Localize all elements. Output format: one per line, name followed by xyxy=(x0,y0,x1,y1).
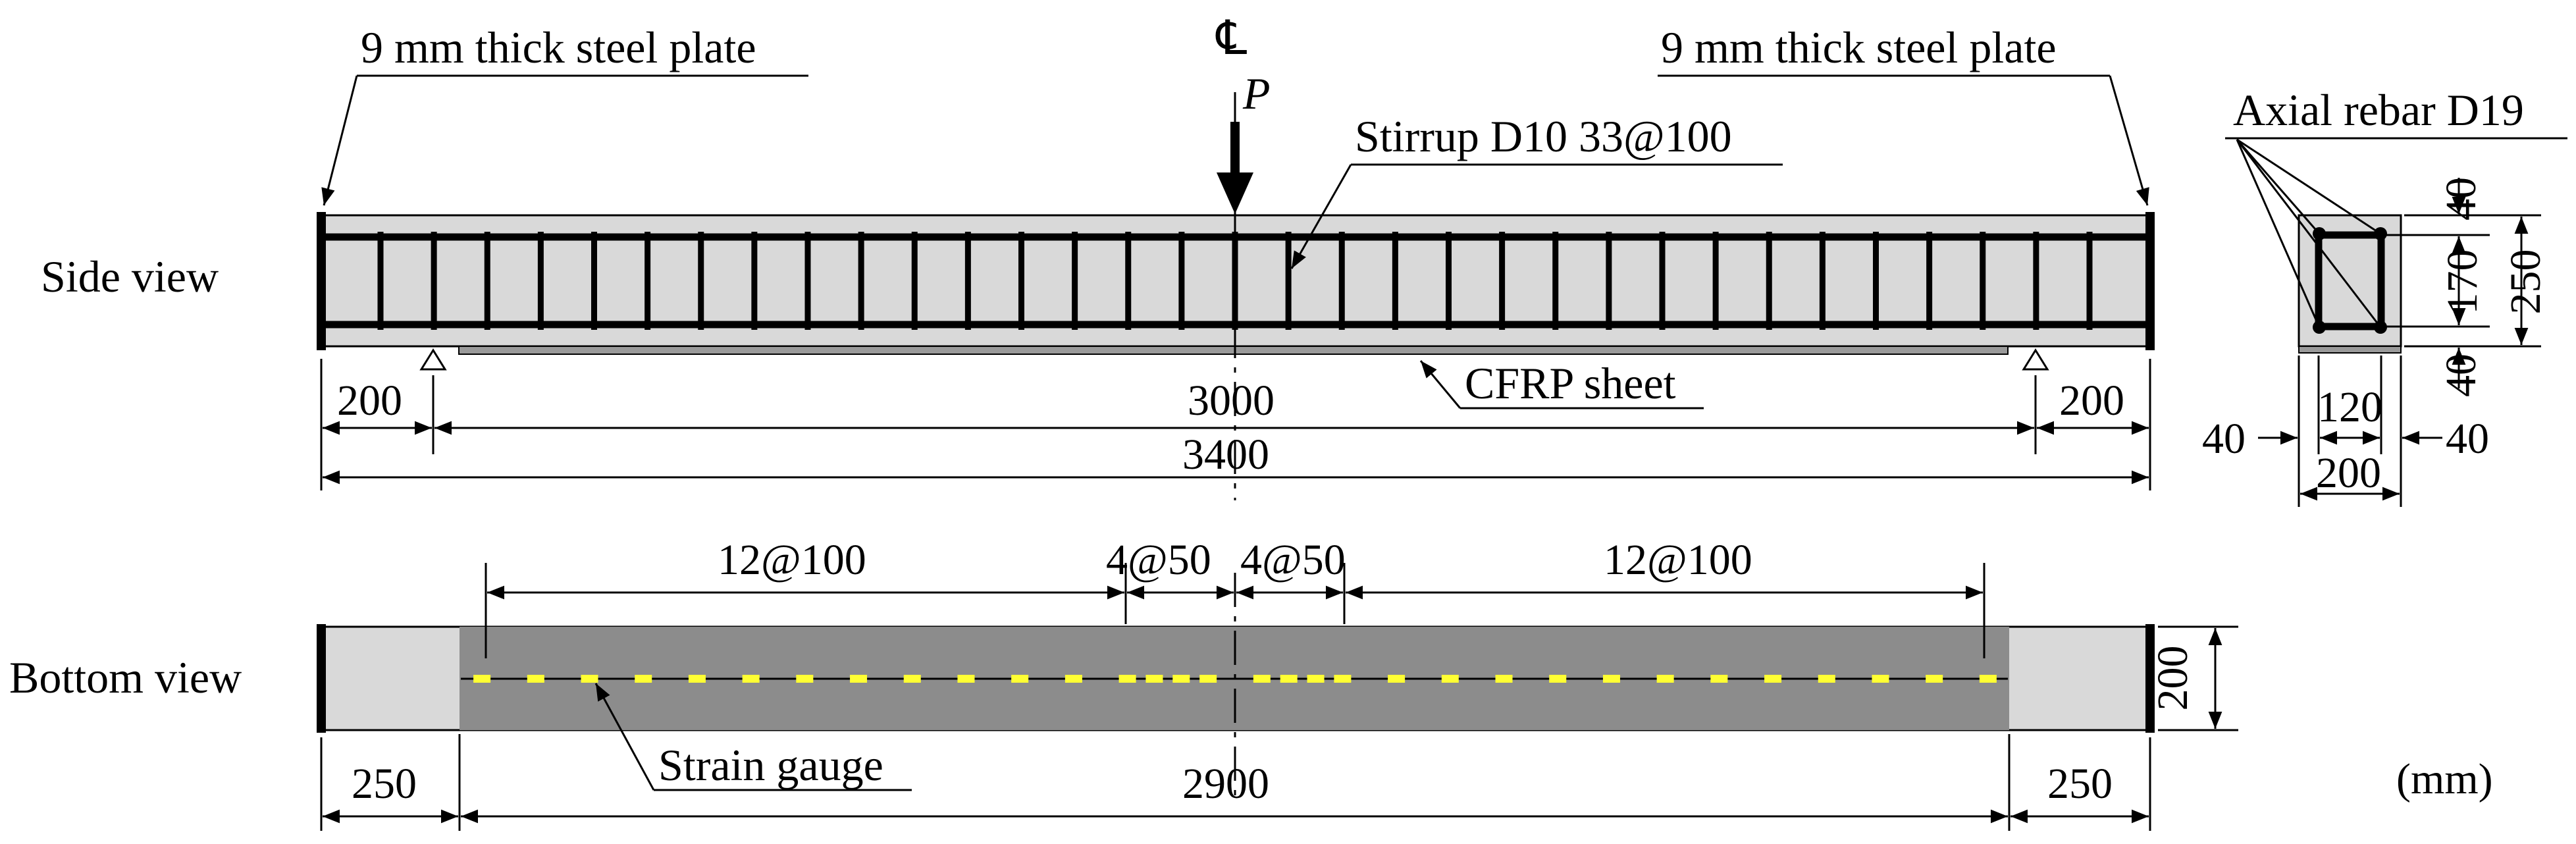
left-support-icon xyxy=(419,348,447,371)
strain-gauge xyxy=(635,675,652,683)
dim-right-end: 250 xyxy=(2047,760,2113,808)
strain-gauges xyxy=(473,675,1997,683)
strain-gauge xyxy=(1710,675,1728,683)
dim-gauge-mid-left: 4@50 xyxy=(1106,536,1211,584)
strain-gauge xyxy=(1441,675,1459,683)
side-left-steel-plate xyxy=(317,212,326,350)
strain-gauge xyxy=(850,675,868,683)
strain-gauge xyxy=(1065,675,1082,683)
right-plate-label: 9 mm thick steel plate xyxy=(1661,22,2057,72)
dim-core-width: 120 xyxy=(2317,383,2382,431)
side-cfrp-sheet xyxy=(458,346,2009,355)
strain-gauge xyxy=(957,675,975,683)
dim-core-height: 170 xyxy=(2438,250,2486,315)
cross-section: Axial rebar D19 xyxy=(2202,85,2567,507)
strain-gauge xyxy=(903,675,921,683)
strain-gauge xyxy=(1656,675,1674,683)
strain-gauge xyxy=(1549,675,1567,683)
dim-bottom-cover: 40 xyxy=(2437,354,2485,397)
left-plate-label: 9 mm thick steel plate xyxy=(361,22,756,72)
strain-gauge xyxy=(581,675,598,683)
centerline-symbol: ℄ xyxy=(1215,12,1247,65)
strain-gauge xyxy=(796,675,814,683)
section-dimensions xyxy=(2258,178,2541,507)
dim-right-cover: 40 xyxy=(2446,415,2489,463)
side-view-label: Side view xyxy=(41,251,219,302)
bottom-width-dimension xyxy=(2158,625,2238,731)
dim-sheet-length: 2900 xyxy=(1182,760,1269,808)
cfrp-leader xyxy=(1419,360,1461,409)
axial-rebar-label: Axial rebar D19 xyxy=(2233,85,2524,135)
strain-gauge xyxy=(1602,675,1620,683)
bottom-dimensions xyxy=(320,734,2151,831)
dim-span: 3000 xyxy=(1188,377,1275,425)
section-cfrp xyxy=(2298,346,2402,354)
strain-gauge xyxy=(1199,675,1217,683)
dim-section-width: 200 xyxy=(2316,449,2381,497)
strain-gauge xyxy=(688,675,706,683)
bottom-view: Bottom view 12@100 4@50 4@50 12@100 xyxy=(9,536,2493,831)
dim-left-overhang: 200 xyxy=(337,377,402,425)
strain-gauge-label: Strain gauge xyxy=(658,740,883,790)
section-stirrup xyxy=(2315,231,2385,330)
dim-left-cover: 40 xyxy=(2202,415,2246,463)
strain-gauge xyxy=(1495,675,1513,683)
load-arrow-icon xyxy=(1217,172,1253,214)
strain-gauge xyxy=(1872,675,1889,683)
left-plate-leader xyxy=(321,75,358,206)
strain-gauge xyxy=(1926,675,1943,683)
strain-gauge-leader xyxy=(594,683,655,791)
dim-height: 250 xyxy=(2502,250,2550,315)
unit-label: (mm) xyxy=(2396,755,2493,803)
dim-top-cover: 40 xyxy=(2437,177,2485,221)
bottom-view-label: Bottom view xyxy=(9,652,242,702)
strain-gauge xyxy=(1334,675,1352,683)
dim-total: 3400 xyxy=(1182,431,1269,479)
strain-gauge xyxy=(527,675,544,683)
dim-gauge-right: 12@100 xyxy=(1604,536,1752,584)
stirrup-leader xyxy=(1290,164,1352,269)
cfrp-label: CFRP sheet xyxy=(1465,358,1676,408)
axial-rebar-leaders xyxy=(2236,138,2382,328)
bottom-right-steel-plate xyxy=(2145,624,2155,733)
strain-gauge xyxy=(1979,675,1997,683)
side-view: Side view ℄ P 9 mm thick steel plate 9 m… xyxy=(41,12,2155,500)
strain-gauge xyxy=(473,675,491,683)
strain-gauge xyxy=(1818,675,1835,683)
gauge-dimensions xyxy=(485,563,1985,658)
bottom-left-steel-plate xyxy=(317,624,326,733)
strain-gauge xyxy=(1388,675,1406,683)
strain-gauge xyxy=(1280,675,1298,683)
right-plate-leader xyxy=(2109,75,2149,206)
strain-gauge xyxy=(1253,675,1271,683)
strain-gauge xyxy=(1118,675,1136,683)
strain-gauge xyxy=(1307,675,1325,683)
stirrup-label: Stirrup D10 33@100 xyxy=(1355,111,1732,161)
strain-gauge xyxy=(1764,675,1782,683)
strain-gauge xyxy=(1011,675,1029,683)
dim-bottom-width: 200 xyxy=(2149,646,2197,711)
side-dimensions xyxy=(320,359,2151,490)
side-right-steel-plate xyxy=(2145,212,2155,350)
strain-gauge xyxy=(742,675,760,683)
right-support-icon xyxy=(2022,348,2049,371)
dim-gauge-mid-right: 4@50 xyxy=(1240,536,1346,584)
dim-right-overhang: 200 xyxy=(2059,377,2124,425)
load-label: P xyxy=(1242,68,1271,119)
strain-gauge xyxy=(1145,675,1163,683)
dim-gauge-left: 12@100 xyxy=(718,536,866,584)
strain-gauge xyxy=(1172,675,1190,683)
dim-left-end: 250 xyxy=(352,760,417,808)
